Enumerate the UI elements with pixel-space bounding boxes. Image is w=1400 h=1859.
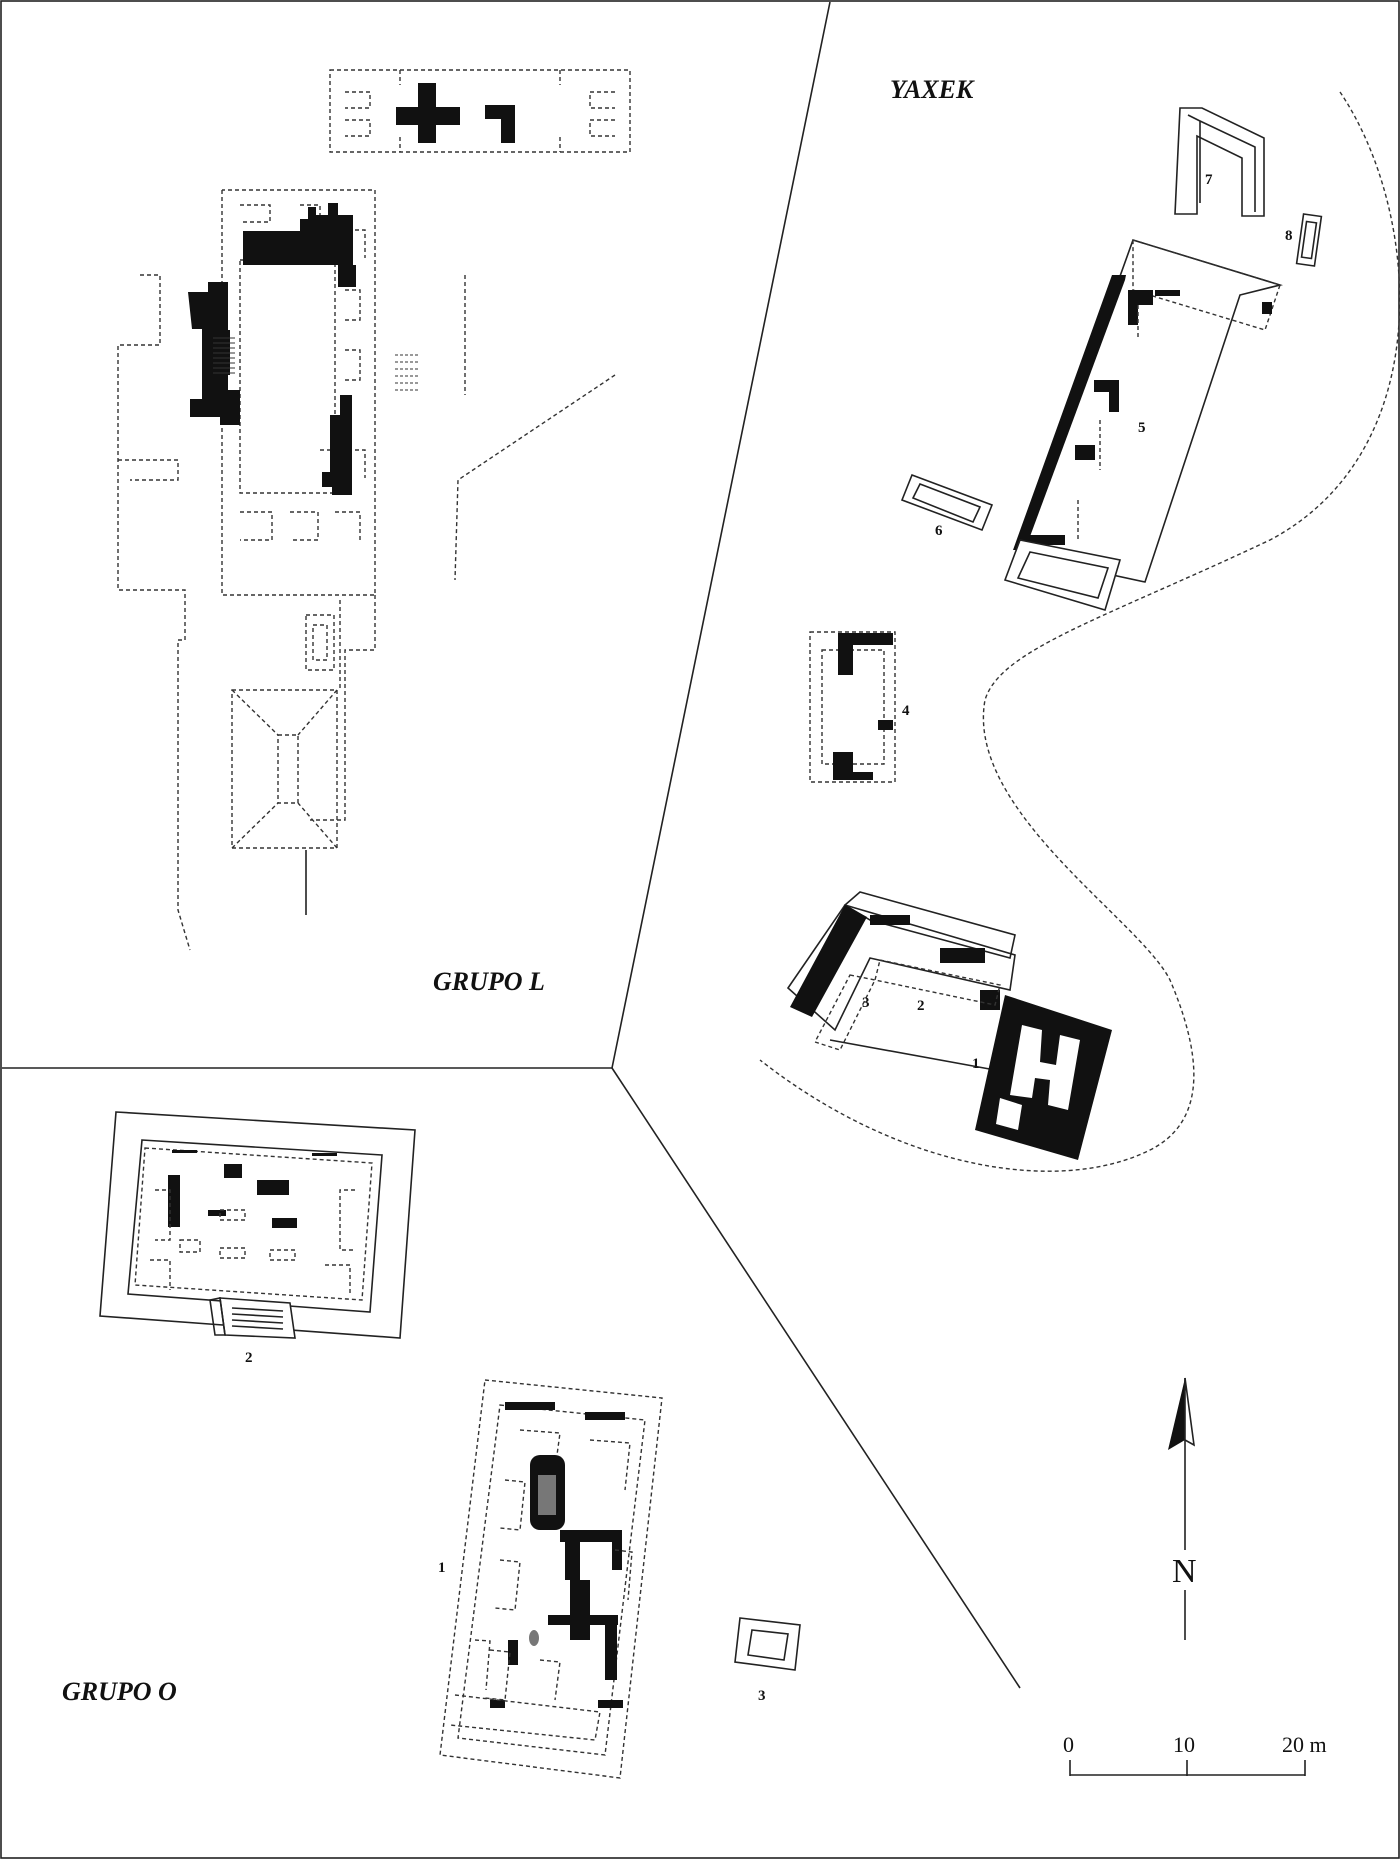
- yaxek-number-5: 5: [1138, 420, 1146, 436]
- yaxek-structure-4: [809, 631, 896, 783]
- grupo-o-number-2: 2: [245, 1350, 253, 1366]
- yaxek-number-8: 8: [1285, 228, 1293, 244]
- grupo-l-plan: GRUPO L: [117, 69, 631, 996]
- yaxek-number-1: 1: [972, 1056, 980, 1072]
- group-label-grupo-l: GRUPO L: [433, 967, 545, 996]
- yaxek-structure-5: [1013, 239, 1283, 583]
- group-label-grupo-o: GRUPO O: [62, 1677, 177, 1706]
- grupo-o-number-3: 3: [758, 1688, 766, 1704]
- grupo-o-plan: 2 1: [62, 1111, 801, 1779]
- grupo-l-platform: [117, 274, 191, 951]
- scale-bar: 0 10 20 m: [1063, 1732, 1327, 1776]
- scale-tick-10: 10: [1173, 1732, 1195, 1757]
- division-line-north: [2, 1, 831, 1069]
- grupo-o-structure-3: [734, 1617, 801, 1671]
- grupo-o-structure-1: [439, 1379, 663, 1779]
- yaxek-plan: YAXEK 7 8 5: [759, 75, 1400, 1172]
- yaxek-number-6: 6: [935, 523, 943, 539]
- north-arrow: N: [1165, 1377, 1205, 1640]
- scale-tick-20: 20 m: [1282, 1732, 1327, 1757]
- yaxek-structure-6: [900, 473, 994, 532]
- grupo-l-stair: [213, 337, 235, 374]
- yaxek-structure-5-base: [1003, 539, 1122, 611]
- scale-tick-0: 0: [1063, 1732, 1074, 1757]
- grupo-l-small-altar: [305, 614, 335, 671]
- yaxek-structure-7: [1174, 107, 1265, 217]
- grupo-l-north-wall: [243, 203, 353, 265]
- grupo-l-east-wall: [322, 395, 352, 495]
- north-arrow-icon: [1168, 1378, 1185, 1450]
- grupo-l-north-range: [329, 69, 631, 153]
- grupo-l-small-stair: [395, 354, 420, 391]
- grupo-l-courtyard: [239, 259, 336, 494]
- division-line-south: [611, 1067, 1021, 1689]
- group-label-yaxek: YAXEK: [890, 75, 975, 104]
- grupo-l-cross-wall: [396, 83, 460, 143]
- grupo-o-number-1: 1: [438, 1560, 446, 1576]
- grupo-l-corner-wall: [485, 105, 515, 143]
- grupo-l-pyramid: [231, 689, 338, 849]
- grupo-o-structure-2-stair: [209, 1297, 296, 1339]
- yaxek-structures-1-3: [786, 891, 1016, 1051]
- yaxek-number-3: 3: [862, 995, 870, 1011]
- yaxek-number-7: 7: [1205, 172, 1213, 188]
- yaxek-number-2: 2: [917, 998, 925, 1014]
- grupo-o-structure-2: [99, 1111, 416, 1339]
- yaxek-number-4: 4: [902, 703, 910, 719]
- yaxek-structure-1: [975, 995, 1112, 1160]
- north-arrow-label: N: [1172, 1553, 1197, 1590]
